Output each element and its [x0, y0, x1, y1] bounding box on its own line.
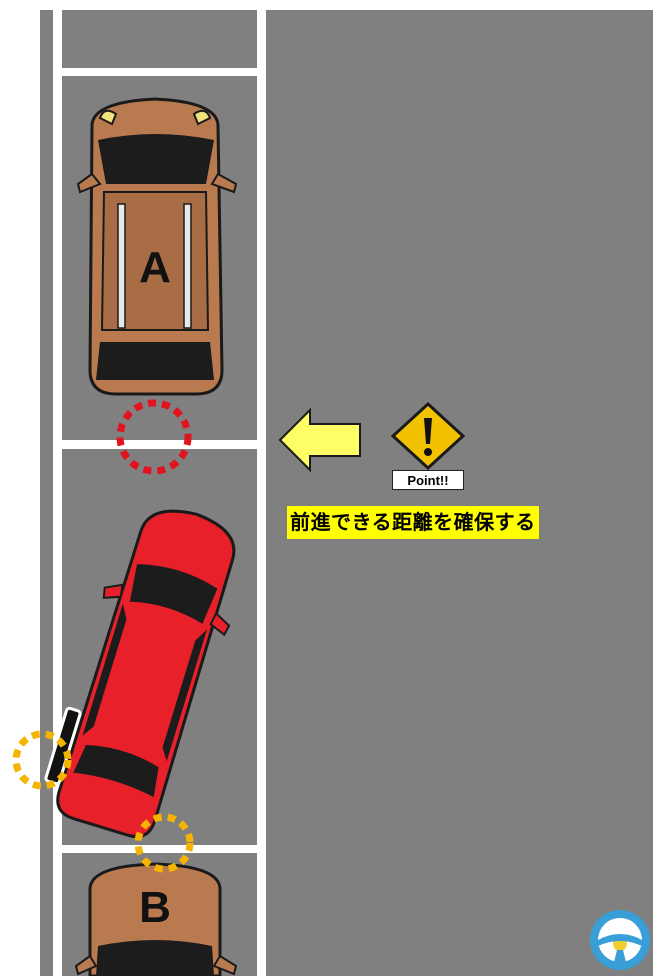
moving-red-car — [56, 509, 236, 839]
steering-wheel-logo — [590, 910, 650, 970]
exclamation-diamond-icon — [390, 401, 466, 471]
point-badge: Point!! — [392, 470, 464, 490]
front-gap-marker — [116, 399, 192, 475]
left-arrow-icon — [278, 407, 361, 473]
bumper-contact-marker — [134, 813, 194, 873]
car-b-letter: B — [139, 883, 171, 932]
left-margin — [0, 0, 40, 976]
tip-caption: 前進できる距離を確保する — [287, 506, 539, 539]
rear-corner-contact-marker — [12, 730, 72, 790]
car-a-letter: A — [139, 243, 171, 292]
parking-lines — [53, 10, 266, 976]
parked-car-a: A — [76, 97, 238, 396]
parked-car-b: B — [74, 862, 238, 976]
